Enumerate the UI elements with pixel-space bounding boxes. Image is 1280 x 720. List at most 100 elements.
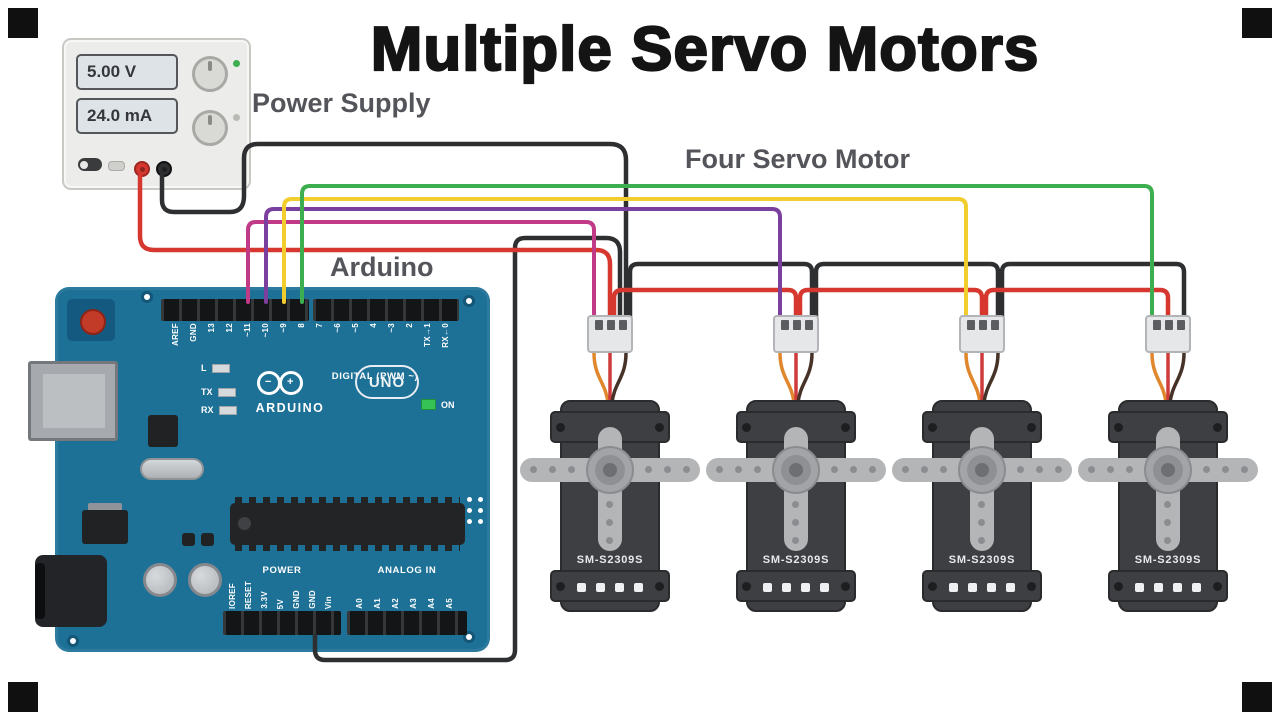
mounting-hole bbox=[141, 291, 153, 303]
bottom-hole bbox=[782, 583, 791, 592]
bottom-hole bbox=[1006, 583, 1015, 592]
bottom-hole bbox=[615, 583, 624, 592]
connector-pin bbox=[607, 320, 615, 330]
horn-hole bbox=[549, 466, 556, 473]
hub-center bbox=[1161, 463, 1175, 477]
power-supply-label: Power Supply bbox=[252, 88, 431, 118]
mounting-hole bbox=[463, 295, 475, 307]
pin-label: Vin bbox=[324, 595, 333, 609]
flange-hole bbox=[841, 582, 850, 591]
current-knob bbox=[192, 110, 228, 146]
pin-label: RESET bbox=[244, 580, 253, 609]
analog-header bbox=[347, 611, 467, 635]
wire-black-chain-3-4 bbox=[999, 261, 1187, 321]
led-tx-row: TX bbox=[201, 387, 236, 397]
power-supply-unit: 5.00 V 24.0 mA bbox=[62, 38, 251, 190]
horn-hole bbox=[645, 466, 652, 473]
led-rx-label: RX bbox=[201, 405, 214, 415]
bottom-hole bbox=[577, 583, 586, 592]
pin-label: RX←0 bbox=[441, 323, 450, 348]
servo-connector bbox=[959, 315, 1005, 353]
connector-pin bbox=[805, 320, 813, 330]
lead-signal bbox=[1150, 351, 1168, 405]
digital-header-right bbox=[313, 299, 459, 321]
negative-terminal bbox=[156, 161, 172, 177]
servo-motor: SM-S2309S bbox=[517, 315, 703, 627]
horn-hole bbox=[1036, 466, 1043, 473]
horn-hole bbox=[1203, 466, 1210, 473]
servo-lead-wires bbox=[1150, 351, 1186, 405]
corner-mark-top-left bbox=[8, 8, 38, 38]
pin-label: A3 bbox=[409, 598, 418, 609]
l-led bbox=[211, 363, 230, 373]
servo-flange-bottom bbox=[736, 570, 856, 602]
voltage-value: 5.00 V bbox=[87, 62, 137, 81]
connector-pin bbox=[793, 320, 801, 330]
bottom-hole bbox=[949, 583, 958, 592]
horn-hole bbox=[735, 466, 742, 473]
pin-label: A5 bbox=[445, 598, 454, 609]
connector-pin bbox=[991, 320, 999, 330]
bottom-hole bbox=[820, 583, 829, 592]
atmega-chip bbox=[230, 503, 465, 545]
uno-model: UNO bbox=[368, 373, 406, 391]
capacitor bbox=[188, 563, 222, 597]
servo-flange-bottom bbox=[1108, 570, 1228, 602]
pin-label: A2 bbox=[391, 598, 400, 609]
connector-pin bbox=[967, 320, 975, 330]
horn-hole bbox=[831, 466, 838, 473]
arduino-logo-icon bbox=[279, 371, 303, 395]
horn-hole bbox=[606, 537, 613, 544]
pin-label: 4 bbox=[369, 323, 378, 328]
horn-hole bbox=[530, 466, 537, 473]
voltage-display: 5.00 V bbox=[76, 54, 178, 90]
hub-center bbox=[603, 463, 617, 477]
horn-hole bbox=[792, 501, 799, 508]
bottom-hole bbox=[1173, 583, 1182, 592]
on-label: ON bbox=[441, 399, 455, 410]
capacitor bbox=[143, 563, 177, 597]
servo-motor: SM-S2309S bbox=[1075, 315, 1261, 627]
horn-hole bbox=[940, 466, 947, 473]
voltage-knob bbox=[192, 56, 228, 92]
connector-pin bbox=[1153, 320, 1161, 330]
flange-hole bbox=[928, 423, 937, 432]
corner-mark-bottom-left bbox=[8, 682, 38, 712]
lead-ground bbox=[796, 351, 814, 405]
horn-hole bbox=[606, 501, 613, 508]
flange-hole bbox=[1114, 582, 1123, 591]
positive-terminal bbox=[134, 161, 150, 177]
servo-hub bbox=[1144, 446, 1192, 494]
pin-label: 8 bbox=[297, 323, 306, 328]
pin-label: A0 bbox=[355, 598, 364, 609]
horn-hole bbox=[606, 519, 613, 526]
four-servo-motor-label: Four Servo Motor bbox=[685, 144, 911, 174]
servo-bottom-holes bbox=[517, 583, 703, 592]
servo-row: SM-S2309S bbox=[517, 315, 1261, 627]
flange-hole bbox=[742, 582, 751, 591]
digital-header-left bbox=[161, 299, 309, 321]
servo-hub bbox=[586, 446, 634, 494]
lead-signal bbox=[778, 351, 796, 405]
pin-label: GND bbox=[308, 590, 317, 609]
horn-hole bbox=[1164, 519, 1171, 526]
smd-component bbox=[182, 533, 195, 546]
horn-hole bbox=[978, 519, 985, 526]
connector-pin bbox=[979, 320, 987, 330]
connector-pin bbox=[619, 320, 627, 330]
bottom-hole bbox=[801, 583, 810, 592]
wire-red-chain-3-4 bbox=[983, 287, 1171, 321]
horn-hole bbox=[1241, 466, 1248, 473]
indicator-dot-green bbox=[233, 60, 240, 67]
horn-hole bbox=[1088, 466, 1095, 473]
wire-black-chain-2-3 bbox=[813, 261, 1001, 321]
logo-plus: + bbox=[287, 376, 294, 388]
flange-hole bbox=[655, 582, 664, 591]
servo-lead-wires bbox=[778, 351, 814, 405]
servo-lead-wires bbox=[592, 351, 628, 405]
servo-bottom-holes bbox=[1075, 583, 1261, 592]
servo-model-label: SM-S2309S bbox=[762, 554, 830, 566]
flange-hole bbox=[1027, 423, 1036, 432]
on-led-row: ON bbox=[421, 399, 455, 410]
